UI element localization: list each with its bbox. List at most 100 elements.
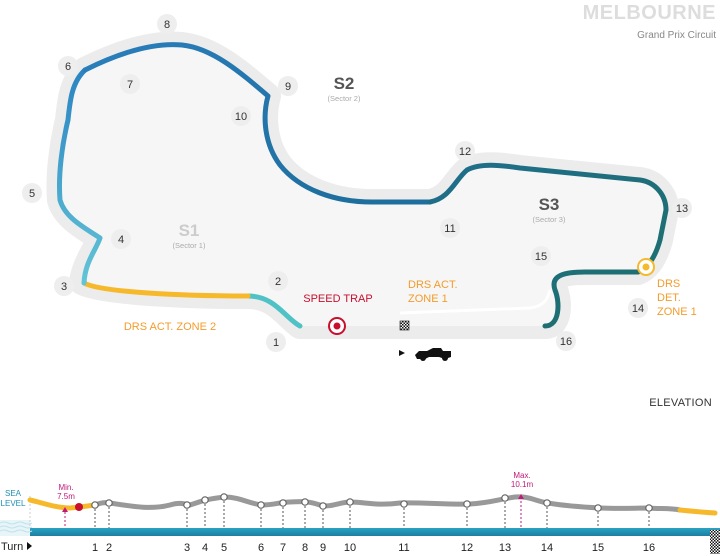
max-label-line1: Max.: [513, 471, 530, 480]
turn-disc: [22, 183, 42, 203]
turn-number-1: 1: [273, 337, 279, 349]
turn-marker-5: 5: [22, 183, 42, 203]
circuit-subtitle: Grand Prix Circuit: [637, 30, 716, 41]
elevation-line-end: [677, 507, 718, 516]
sector-3-sub: (Sector 3): [533, 215, 566, 224]
turn-marker-12: 12: [455, 141, 475, 161]
turn-disc: [58, 56, 78, 76]
elevation-line-mid: [92, 494, 683, 513]
turn-number-11: 11: [444, 223, 455, 235]
elevation-turn-dot-15: [594, 504, 602, 512]
sector-2-sub: (Sector 2): [328, 94, 361, 103]
turn-marker-9: 9: [278, 76, 298, 96]
sea-level-line2: LEVEL: [1, 499, 26, 508]
triangle-arrow-icon: [399, 350, 405, 356]
track-sector-3: [427, 162, 669, 329]
turn-marker-7: 7: [120, 74, 140, 94]
elevation-turn-dot-16: [645, 504, 653, 512]
sector-1-label: S1: [179, 221, 200, 240]
turn-disc: [278, 76, 298, 96]
speed-trap-marker-icon: [328, 317, 346, 335]
pit-lane: [399, 289, 552, 315]
turn-disc: [672, 198, 692, 218]
elevation-turn-dot-5: [220, 493, 228, 501]
elevation-turn-number-13: 13: [499, 542, 511, 554]
elevation-turn-dot-9: [319, 502, 327, 510]
elevation-turn-number-8: 8: [302, 542, 308, 554]
turn-disc: [54, 276, 74, 296]
drs-act-zone-1-line2: ZONE 1: [408, 293, 448, 305]
track-sector-1: [245, 293, 303, 329]
elevation-turn-dot-7: [279, 499, 287, 507]
speed-trap-label: SPEED TRAP: [303, 293, 373, 305]
sea-level-line1: SEA: [5, 489, 22, 498]
turn-number-12: 12: [459, 146, 471, 158]
elevation-turn-dot-12: [463, 500, 471, 508]
turn-number-4: 4: [118, 234, 124, 246]
turn-number-14: 14: [632, 303, 644, 315]
turn-disc: [111, 229, 131, 249]
turn-marker-15: 15: [531, 246, 551, 266]
turn-marker-11: 11: [440, 218, 460, 238]
turn-disc: [268, 271, 288, 291]
circuit-title: MELBOURNE: [583, 2, 716, 24]
turn-number-16: 16: [560, 336, 572, 348]
triangle-arrow-icon: [27, 542, 32, 550]
turn-marker-8: 8: [157, 14, 177, 34]
elevation-turn-dot-4: [201, 496, 209, 504]
turn-number-10: 10: [235, 111, 247, 123]
elevation-turn-dot-10: [346, 498, 354, 506]
turn-disc: [157, 14, 177, 34]
turn-disc: [440, 218, 460, 238]
elevation-turn-dot-11: [400, 500, 408, 508]
turn-number-5: 5: [29, 188, 35, 200]
elevation-turn-number-5: 5: [221, 542, 227, 554]
min-label-line1: Min.: [58, 483, 73, 492]
max-label-line2: 10.1m: [511, 480, 534, 489]
elevation-title: ELEVATION: [649, 397, 712, 409]
checkered-flag-icon: [399, 320, 410, 331]
track-sector-1-west: [56, 67, 103, 286]
turn-number-7: 7: [127, 79, 133, 91]
turn-axis-label: Turn: [1, 541, 23, 553]
turn-marker-14: 14: [628, 298, 648, 318]
turn-marker-16: 16: [556, 331, 576, 351]
f1-car-icon: [399, 348, 451, 361]
elevation-line-start: [27, 497, 98, 511]
turn-marker-4: 4: [111, 229, 131, 249]
turn-marker-6: 6: [58, 56, 78, 76]
turn-marker-3: 3: [54, 276, 74, 296]
turn-disc: [120, 74, 140, 94]
turn-disc: [531, 246, 551, 266]
turn-disc: [556, 331, 576, 351]
turn-number-3: 3: [61, 281, 67, 293]
turn-disc: [266, 332, 286, 352]
sector-1-sub: (Sector 1): [173, 241, 206, 250]
track-sector-2: [82, 42, 433, 205]
elevation-turn-number-4: 4: [202, 542, 208, 554]
elevation-turn-dot-2: [105, 499, 113, 507]
turn-number-9: 9: [285, 81, 291, 93]
elevation-turn-number-14: 14: [541, 542, 553, 554]
turn-marker-1: 1: [266, 332, 286, 352]
turn-number-15: 15: [535, 251, 547, 263]
drs-act-zone-1-line1: DRS ACT.: [408, 279, 458, 291]
elevation-turn-dot-14: [543, 499, 551, 507]
drs-detection-marker-icon: [637, 258, 655, 276]
turn-number-8: 8: [164, 19, 170, 31]
sector-3-label: S3: [539, 195, 560, 214]
elevation-turn-number-3: 3: [184, 542, 190, 554]
elevation-turn-number-7: 7: [280, 542, 286, 554]
elevation-turn-number-10: 10: [344, 542, 356, 554]
elevation-turn-number-9: 9: [320, 542, 326, 554]
turn-number-6: 6: [65, 61, 71, 73]
turn-marker-10: 10: [231, 106, 251, 126]
elevation-turn-dot-13: [501, 494, 509, 502]
elevation-turn-markers: [91, 493, 653, 528]
drs-det-zone-1-line3: ZONE 1: [657, 306, 697, 318]
track-infield: [59, 44, 667, 326]
turn-number-2: 2: [275, 276, 281, 288]
